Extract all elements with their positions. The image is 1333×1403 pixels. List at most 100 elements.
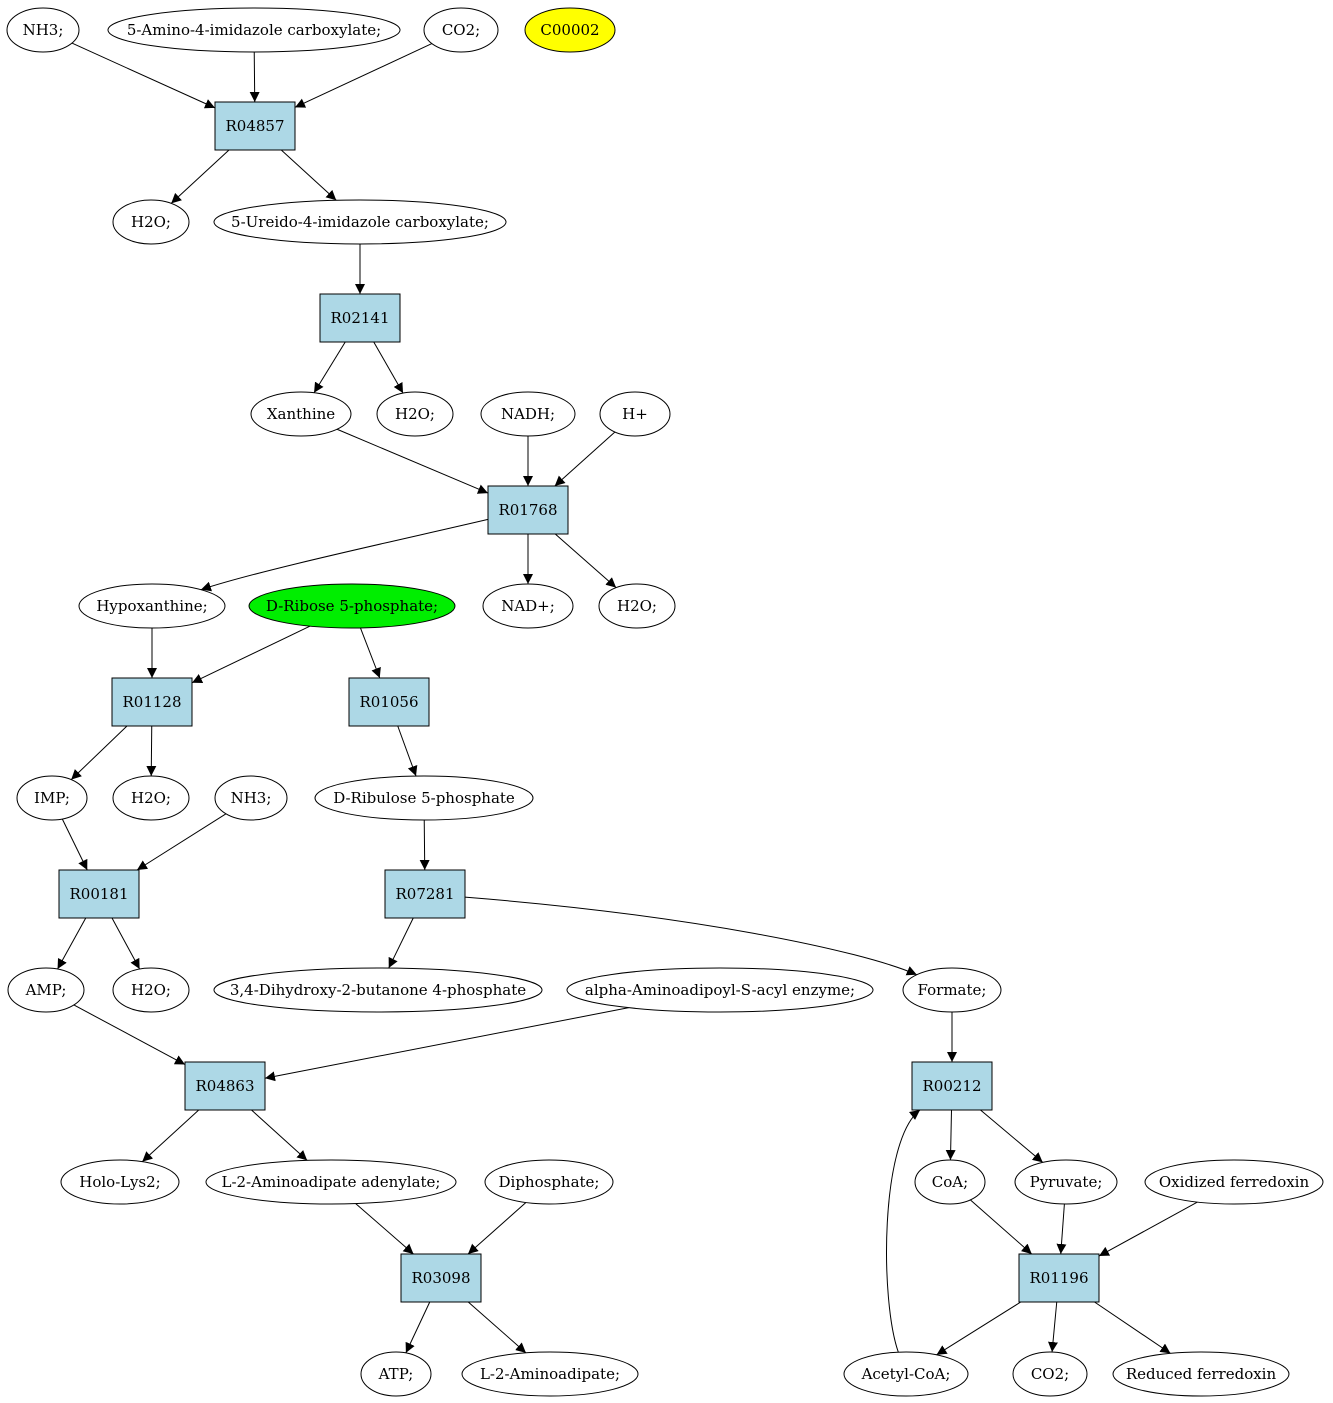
compound-node-nadh[interactable]: NADH; [480,391,576,437]
reaction-node-r01056[interactable]: R01056 [348,677,430,727]
compound-node-h2o_d[interactable]: H2O; [112,775,190,821]
reaction-box [487,485,569,535]
compound-node-amp[interactable]: AMP; [7,967,85,1013]
reaction-node-r00181[interactable]: R00181 [58,869,140,919]
node-label: L-2-Aminoadipate adenylate; [221,1173,440,1191]
compound-node-atp[interactable]: ATP; [360,1351,432,1397]
compound-node-co2_b[interactable]: CO2; [1012,1351,1088,1397]
reaction-box [1018,1253,1100,1303]
compound-node-h2o_e[interactable]: H2O; [112,967,190,1013]
compound-ellipse [360,1351,432,1397]
compound-node-aasa[interactable]: alpha-Aminoadipoyl-S-acyl enzyme; [566,967,874,1013]
compound-ellipse [423,7,499,53]
reaction-box [184,1061,266,1111]
node-label: 3,4-Dihydroxy-2-butanone 4-phosphate [230,981,526,999]
edge-r03098-to-l2aa [467,1301,527,1354]
compound-node-h2o_b[interactable]: H2O; [376,391,454,437]
edge-acetylcoa-to-r00212 [886,1109,921,1353]
reaction-node-r04863[interactable]: R04863 [184,1061,266,1111]
compound-node-redfd[interactable]: Reduced ferredoxin [1112,1351,1290,1397]
node-label: H2O; [131,789,171,807]
reaction-node-r01196[interactable]: R01196 [1018,1253,1100,1303]
node-label: alpha-Aminoadipoyl-S-acyl enzyme; [585,981,855,999]
node-label: NAD+; [501,597,555,615]
compound-node-aica[interactable]: 5-Amino-4-imidazole carboxylate; [107,7,401,53]
edge-r01768-to-h2o_c [554,533,617,588]
reaction-node-r04857[interactable]: R04857 [214,101,296,151]
compound-node-oxfd[interactable]: Oxidized ferredoxin [1144,1159,1324,1205]
reaction-node-r00212[interactable]: R00212 [911,1061,993,1111]
compound-node-ru5p[interactable]: D-Ribulose 5-phosphate [314,775,534,821]
edge-imp-to-r00181 [61,818,88,871]
compound-ellipse [6,7,80,53]
edge-r07281-to-formate [464,896,917,976]
compound-ellipse [16,775,88,821]
compound-node-imp[interactable]: IMP; [16,775,88,821]
node-label: R07281 [395,885,454,903]
compound-node-xanthine[interactable]: Xanthine [250,391,352,437]
node-label: H2O; [131,981,171,999]
edge-r07281-to-dhbp [388,917,414,969]
edge-hplus-to-r01768 [554,431,616,487]
reaction-box [58,869,140,919]
compound-ellipse [566,967,874,1013]
compound-node-uica[interactable]: 5-Ureido-4-imidazole carboxylate; [213,199,507,245]
edge-r01128-to-h2o_d [146,725,157,777]
node-label: Reduced ferredoxin [1126,1365,1277,1383]
compound-node-h2o_a[interactable]: H2O; [112,199,190,245]
compound-node-nadplus[interactable]: NAD+; [482,583,574,629]
node-label: NH3; [23,21,64,39]
compound-node-nh3_b[interactable]: NH3; [214,775,288,821]
compound-node-dhbp[interactable]: 3,4-Dihydroxy-2-butanone 4-phosphate [213,967,543,1013]
node-label: NH3; [231,789,272,807]
edge-oxfd-to-r01196 [1098,1201,1198,1257]
reaction-node-r07281[interactable]: R07281 [384,869,466,919]
compound-node-hplus[interactable]: H+ [599,391,671,437]
node-label: C00002 [540,21,599,39]
compound-node-coa[interactable]: CoA; [914,1159,986,1205]
compound-node-l2aa_aden[interactable]: L-2-Aminoadipate adenylate; [205,1159,457,1205]
compound-ellipse [1144,1159,1324,1205]
edge-aica-to-r04857 [249,51,260,103]
compound-ellipse [1012,1351,1088,1397]
node-label: CO2; [442,21,480,39]
compound-node-c00002[interactable]: C00002 [524,7,616,53]
compound-node-r5p[interactable]: D-Ribose 5-phosphate; [248,583,456,629]
node-label: R03098 [411,1269,470,1287]
compound-node-pyruvate[interactable]: Pyruvate; [1014,1159,1118,1205]
edge-coa-to-r01196 [970,1199,1033,1255]
edge-r5p-to-r01056 [359,627,381,679]
compound-ellipse [598,583,676,629]
node-label: 5-Amino-4-imidazole carboxylate; [127,21,381,39]
compound-node-l2aa[interactable]: L-2-Aminoadipate; [461,1351,639,1397]
edge-l2aa_aden-to-r03098 [355,1203,414,1255]
node-label: H2O; [617,597,657,615]
compound-node-diphosphate[interactable]: Diphosphate; [484,1159,614,1205]
compound-node-co2_a[interactable]: CO2; [423,7,499,53]
edges-layer [57,42,1198,1356]
compound-node-hololys2[interactable]: Holo-Lys2; [60,1159,180,1205]
reaction-node-r01128[interactable]: R01128 [111,677,193,727]
compound-node-nh3_a[interactable]: NH3; [6,7,80,53]
compound-node-h2o_c[interactable]: H2O; [598,583,676,629]
reaction-node-r02141[interactable]: R02141 [319,293,401,343]
node-label: Formate; [918,981,987,999]
node-label: Oxidized ferredoxin [1159,1173,1310,1191]
compound-node-formate[interactable]: Formate; [902,967,1002,1013]
node-label: H2O; [131,213,171,231]
compound-node-acetylcoa[interactable]: Acetyl-CoA; [843,1351,969,1397]
compound-ellipse [1014,1159,1118,1205]
edge-ru5p-to-r07281 [419,819,430,871]
compound-ellipse [60,1159,180,1205]
node-label: 5-Ureido-4-imidazole carboxylate; [231,213,489,231]
compound-ellipse [78,583,226,629]
edge-r04863-to-l2aa_aden [251,1109,308,1161]
edge-xanthine-to-r01768 [336,428,489,494]
compound-node-hypoxanthine[interactable]: Hypoxanthine; [78,583,226,629]
reaction-node-r03098[interactable]: R03098 [400,1253,482,1303]
reaction-node-r01768[interactable]: R01768 [487,485,569,535]
reaction-box [400,1253,482,1303]
reaction-box [319,293,401,343]
compound-ellipse [107,7,401,53]
node-label: Diphosphate; [499,1173,600,1191]
